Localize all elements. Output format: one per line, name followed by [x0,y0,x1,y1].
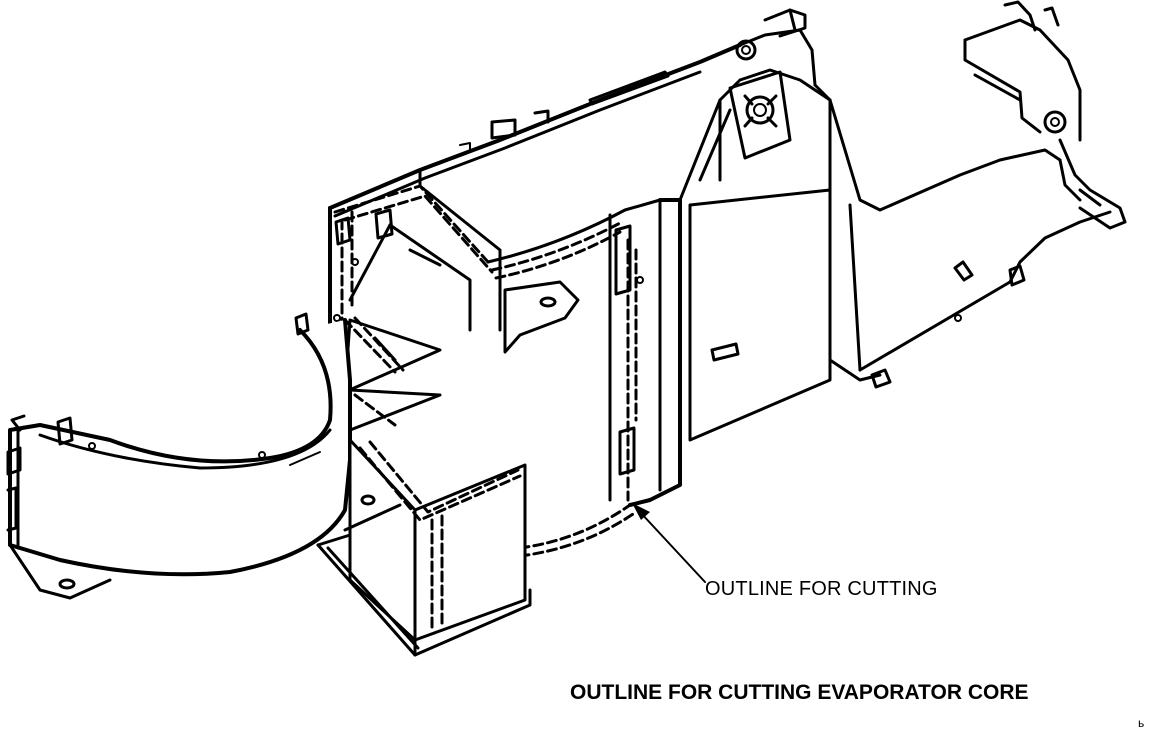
callout-label: OUTLINE FOR CUTTING [705,578,938,600]
figure-caption: OUTLINE FOR CUTTING EVAPORATOR CORE [570,681,1029,704]
callout-leader [632,503,706,583]
upper-chamber [333,168,502,332]
center-body [628,68,832,507]
housing-top-edge [328,43,742,218]
divider-fins [343,316,442,434]
lower-duct-box [316,438,532,657]
arrow-icon [632,503,650,520]
top-bracket [728,8,817,160]
housing-right-section [813,83,1112,389]
corner-mark: ь [1138,716,1145,730]
housing-left-wall [328,206,394,332]
curved-outlet-duct [6,312,352,600]
mounting-tab [503,280,580,354]
right-bracket [963,0,1127,230]
